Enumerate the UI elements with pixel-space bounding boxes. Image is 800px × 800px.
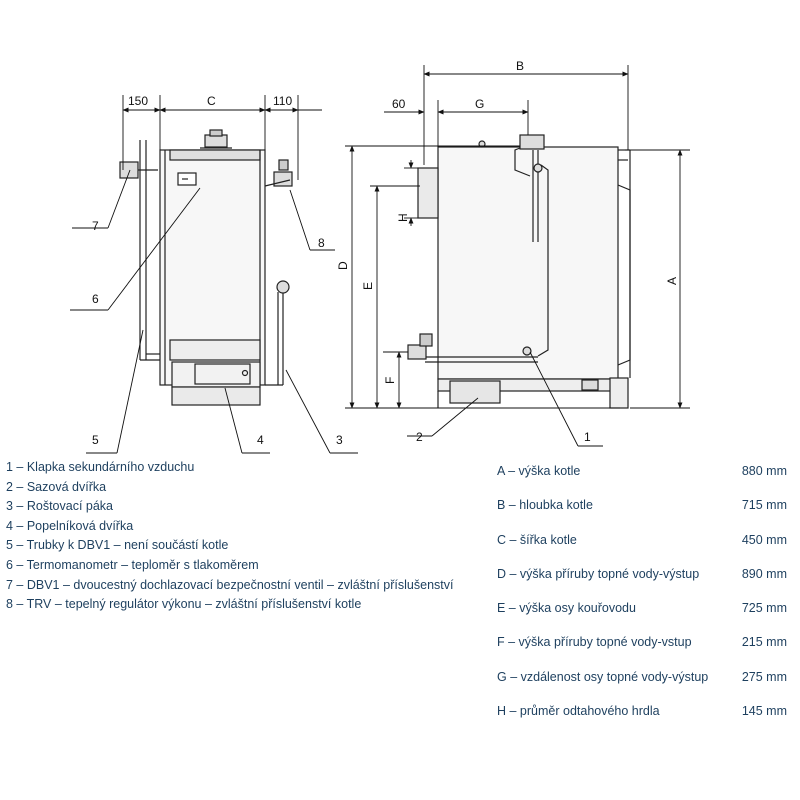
spec-row: G – vzdálenost osy topné vody-výstup 275… <box>497 670 797 704</box>
dim-front-width: C <box>207 94 216 108</box>
front-lower-panel <box>169 339 261 361</box>
spec-value: 880 mm <box>741 464 787 478</box>
spec-row: C – šířka kotle 450 mm <box>497 533 797 567</box>
spec-row: A – výška kotle 880 mm <box>497 464 797 498</box>
dim-side-flange-distance: G <box>475 97 484 111</box>
dim-side-depth: B <box>516 59 524 73</box>
spec-row: F – výška příruby topné vody-vstup 215 m… <box>497 635 797 669</box>
spec-row: H – průměr odtahového hrdla 145 mm <box>497 704 797 738</box>
side-view <box>407 134 631 409</box>
dim-height-f: F <box>383 377 397 384</box>
spec-label: F – výška příruby topné vody-vstup <box>497 635 692 650</box>
spec-row: B – hloubka kotle 715 mm <box>497 498 797 532</box>
side-boiler-body <box>437 146 619 380</box>
legend-item: 6 – Termomanometr – teploměr s tlakoměre… <box>6 557 259 572</box>
spec-value: 890 mm <box>741 566 787 581</box>
legend-item: 5 – Trubky k DBV1 – není součástí kotle <box>6 538 229 553</box>
side-dimensions <box>345 65 690 409</box>
side-flue-stub <box>417 167 439 219</box>
front-top-panel <box>169 149 261 161</box>
boiler-technical-drawing: 150 C 110 7 6 5 4 3 8 <box>70 59 690 454</box>
spec-value: 275 mm <box>741 669 787 684</box>
callout-1: 1 <box>584 430 591 444</box>
side-soot-door <box>449 380 501 404</box>
spec-value: 725 mm <box>741 601 787 616</box>
legend-item: 2 – Sazová dvířka <box>6 479 107 494</box>
callout-7: 7 <box>92 219 99 233</box>
callout-8: 8 <box>318 236 325 250</box>
legend-item: 1 – Klapka sekundárního vzduchu <box>6 460 195 474</box>
spec-label: C – šířka kotle <box>497 532 577 547</box>
dim-height-h: H <box>396 213 410 222</box>
front-ash-door <box>171 361 261 388</box>
spec-label: A – výška kotle <box>497 464 581 478</box>
callout-4: 4 <box>257 433 264 447</box>
dim-height-a: A <box>665 277 679 285</box>
dim-height-d: D <box>336 261 350 270</box>
spec-row: D – výška příruby topné vody-výstup 890 … <box>497 567 797 601</box>
front-flue-outlet <box>204 134 228 148</box>
legend-item: 4 – Popelníková dvířka <box>6 518 134 533</box>
dim-side-left-offset: 60 <box>392 97 406 111</box>
front-view <box>119 129 293 406</box>
spec-label: G – vzdálenost osy topné vody-výstup <box>497 669 709 684</box>
front-dimensions <box>122 95 322 180</box>
front-trv-regulator <box>273 171 293 187</box>
callout-5: 5 <box>92 433 99 447</box>
parts-legend: 1 – Klapka sekundárního vzduchu 2 – Sazo… <box>6 458 486 615</box>
callout-6: 6 <box>92 292 99 306</box>
legend-item: 7 – DBV1 – dvoucestný dochlazovací bezpe… <box>6 577 454 592</box>
spec-value: 215 mm <box>741 635 787 650</box>
spec-value: 715 mm <box>741 498 787 513</box>
callout-3: 3 <box>336 433 343 447</box>
spec-value: 145 mm <box>741 704 787 719</box>
spec-label: H – průměr odtahového hrdla <box>497 704 660 719</box>
spec-label: D – výška příruby topné vody-výstup <box>497 566 700 581</box>
callout-2: 2 <box>416 430 423 444</box>
side-outlet-flange <box>519 134 545 150</box>
spec-label: E – výška osy kouřovodu <box>497 601 636 616</box>
dimension-specs: A – výška kotle 880 mm B – hloubka kotle… <box>497 464 797 738</box>
dim-front-left-offset: 150 <box>128 94 148 108</box>
legend-item: 8 – TRV – tepelný regulátor výkonu – zvl… <box>6 597 362 612</box>
legend-item: 3 – Roštovací páka <box>6 499 114 514</box>
spec-row: E – výška osy kouřovodu 725 mm <box>497 601 797 635</box>
spec-label: B – hloubka kotle <box>497 498 593 513</box>
dim-front-right-offset: 110 <box>273 94 292 108</box>
dim-height-e: E <box>361 282 375 290</box>
spec-value: 450 mm <box>741 532 787 547</box>
